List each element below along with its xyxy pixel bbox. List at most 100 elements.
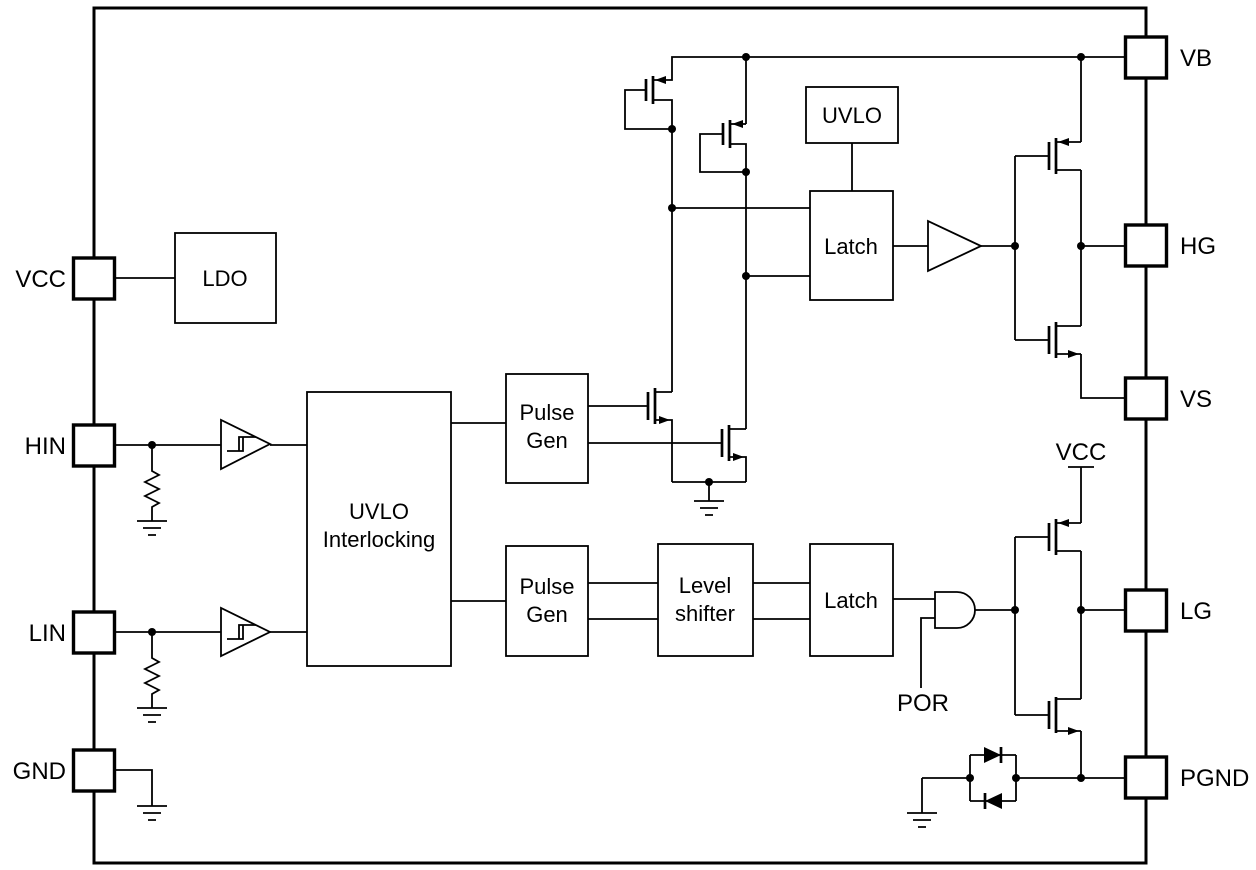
block-latch-high: Latch	[809, 190, 894, 301]
block-label-line2: Interlocking	[323, 527, 436, 552]
block-label-line1: Level	[679, 573, 732, 598]
wire-por-to-and	[920, 617, 935, 688]
block-label-line1: UVLO	[349, 499, 409, 524]
junction-dot	[742, 168, 750, 176]
resistor-hin	[142, 445, 162, 521]
junction-dot	[1012, 774, 1020, 782]
pin-label: PGND	[1180, 765, 1249, 792]
nmos-levelshift-1	[646, 388, 673, 482]
junction-dot	[668, 204, 676, 212]
pin-lin: LIN	[29, 610, 117, 655]
block-box	[809, 190, 894, 301]
resistor-lin	[142, 632, 162, 708]
and-gate	[934, 591, 976, 629]
ground-bars	[137, 805, 167, 821]
por-label: POR	[897, 690, 949, 717]
block-label: Latch	[824, 234, 878, 259]
source-arrow-icon	[1058, 138, 1069, 146]
block-label-line1: Pulse	[519, 400, 574, 425]
block-label-line2: Gen	[526, 602, 568, 627]
pin-vcc: VCC	[15, 256, 117, 301]
ground-icon-lin	[137, 707, 167, 723]
gate-drain-loop	[624, 89, 672, 130]
junction-dot	[148, 441, 156, 449]
junction-dot	[966, 774, 974, 782]
source-arrow-icon	[733, 453, 744, 461]
junction-dot	[668, 125, 676, 133]
pin-box	[71, 748, 117, 793]
block-label-line2: shifter	[675, 601, 735, 626]
pmos-load-1	[624, 76, 673, 130]
block-latch-low: Latch	[809, 543, 894, 657]
pin-hg: HG	[1123, 223, 1216, 268]
source-lead	[729, 456, 747, 482]
block-level-shifter: Level shifter	[657, 543, 754, 657]
ground-bars	[137, 520, 167, 536]
block-label: UVLO	[822, 103, 882, 128]
buffer-triangle	[220, 418, 273, 471]
source-lead	[655, 419, 673, 482]
nmos-levelshift-2	[720, 425, 747, 482]
gate-drain-loop	[699, 133, 746, 173]
pin-box	[1123, 376, 1169, 421]
block-ldo: LDO	[174, 232, 277, 324]
drain-lead	[653, 99, 673, 129]
pin-label: HG	[1180, 233, 1216, 260]
pin-label: VB	[1180, 45, 1212, 72]
diode-loop-wires	[969, 754, 1017, 802]
junction-dot	[148, 628, 156, 636]
block-pulse-gen-low: Pulse Gen	[505, 545, 589, 657]
pmos-load-2	[699, 120, 747, 173]
diode-pair	[969, 747, 1017, 809]
pin-box	[71, 423, 117, 468]
pin-lg: LG	[1123, 588, 1212, 633]
block-label-line1: Pulse	[519, 574, 574, 599]
block-pulse-gen-high: Pulse Gen	[505, 373, 589, 484]
mosfet-hg-low	[1015, 322, 1081, 358]
resistor-zigzag	[142, 445, 162, 521]
pin-box	[1123, 223, 1169, 268]
junction-dot	[1011, 242, 1019, 250]
block-box	[805, 86, 899, 144]
pin-label: VCC	[15, 266, 66, 293]
source-arrow-icon	[1068, 350, 1079, 358]
pin-box	[1123, 755, 1169, 800]
wire-vb-rail	[653, 56, 1126, 81]
ground-bars	[137, 707, 167, 723]
junction-dot	[1077, 606, 1085, 614]
junction-dot	[1011, 606, 1019, 614]
pin-vb: VB	[1123, 35, 1212, 80]
junction-dot	[705, 478, 713, 486]
block-uvlo-interlocking: UVLO Interlocking	[306, 391, 452, 667]
ground-icon-gnd-pin	[137, 805, 167, 821]
pin-pgnd: PGND	[1123, 755, 1249, 800]
block-label: Latch	[824, 588, 878, 613]
ground-bars	[907, 812, 937, 828]
junction-dot	[742, 272, 750, 280]
ground-bars	[694, 500, 724, 516]
schmitt-buffer-lin	[220, 606, 273, 658]
junction-dot	[1077, 53, 1085, 61]
buffer-triangle	[927, 219, 984, 273]
and-gate-body	[934, 591, 976, 629]
resistor-zigzag	[142, 632, 162, 708]
wire-gnd-pin-to-ground	[114, 769, 153, 806]
junction-dot	[1077, 242, 1085, 250]
diode-left-icon	[985, 793, 1002, 809]
pin-label: GND	[13, 758, 66, 785]
junction-dots	[148, 53, 1085, 782]
mosfet-lg-low	[1015, 697, 1081, 735]
source-arrow-icon	[732, 120, 743, 128]
ground-icon-levelshift	[694, 500, 724, 516]
pin-label: VS	[1180, 386, 1212, 413]
block-box	[809, 543, 894, 657]
pin-vs: VS	[1123, 376, 1212, 421]
diode-right-icon	[984, 747, 1001, 763]
pin-box	[1123, 588, 1169, 633]
pin-hin: HIN	[25, 423, 117, 468]
buffer-triangle	[220, 606, 273, 658]
pin-box	[71, 610, 117, 655]
source-arrow-icon	[1068, 727, 1079, 735]
